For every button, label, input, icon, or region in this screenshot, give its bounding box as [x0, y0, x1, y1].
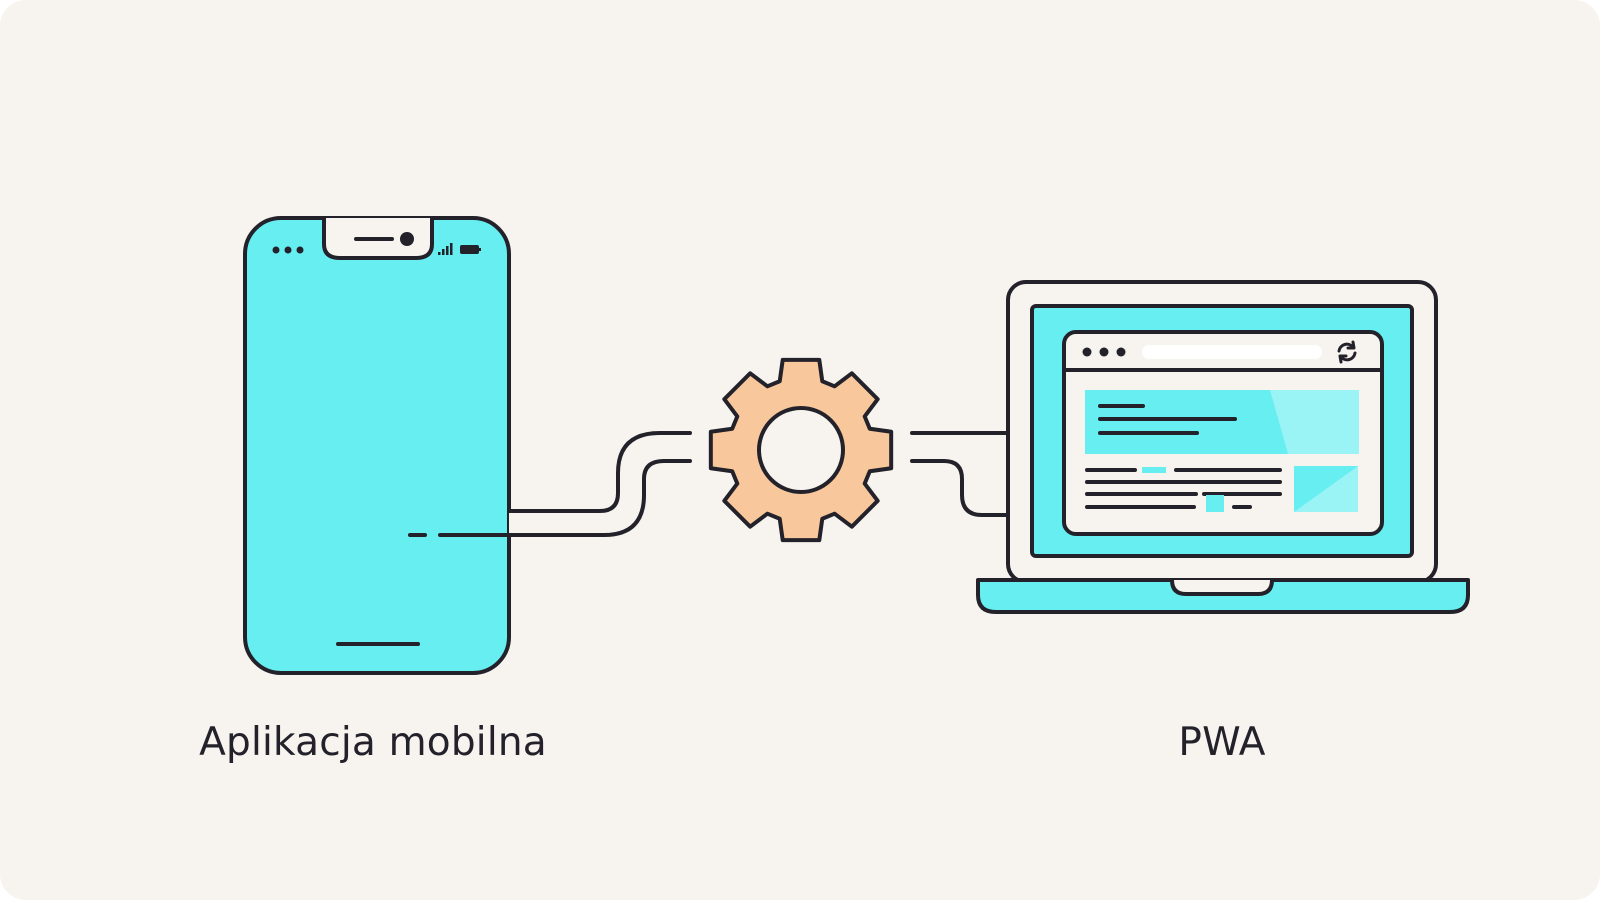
smartphone-icon: [243, 216, 511, 675]
connector-gear-to-laptop: [910, 431, 1010, 517]
browser-window: [1062, 330, 1384, 536]
label-mobile-app: Aplikacja mobilna: [199, 720, 547, 765]
gear-icon: [708, 357, 894, 543]
connector-phone-to-gear: [408, 431, 692, 537]
refresh-icon: [1337, 340, 1357, 364]
label-pwa: PWA: [1178, 720, 1266, 765]
laptop-icon: [976, 280, 1470, 614]
